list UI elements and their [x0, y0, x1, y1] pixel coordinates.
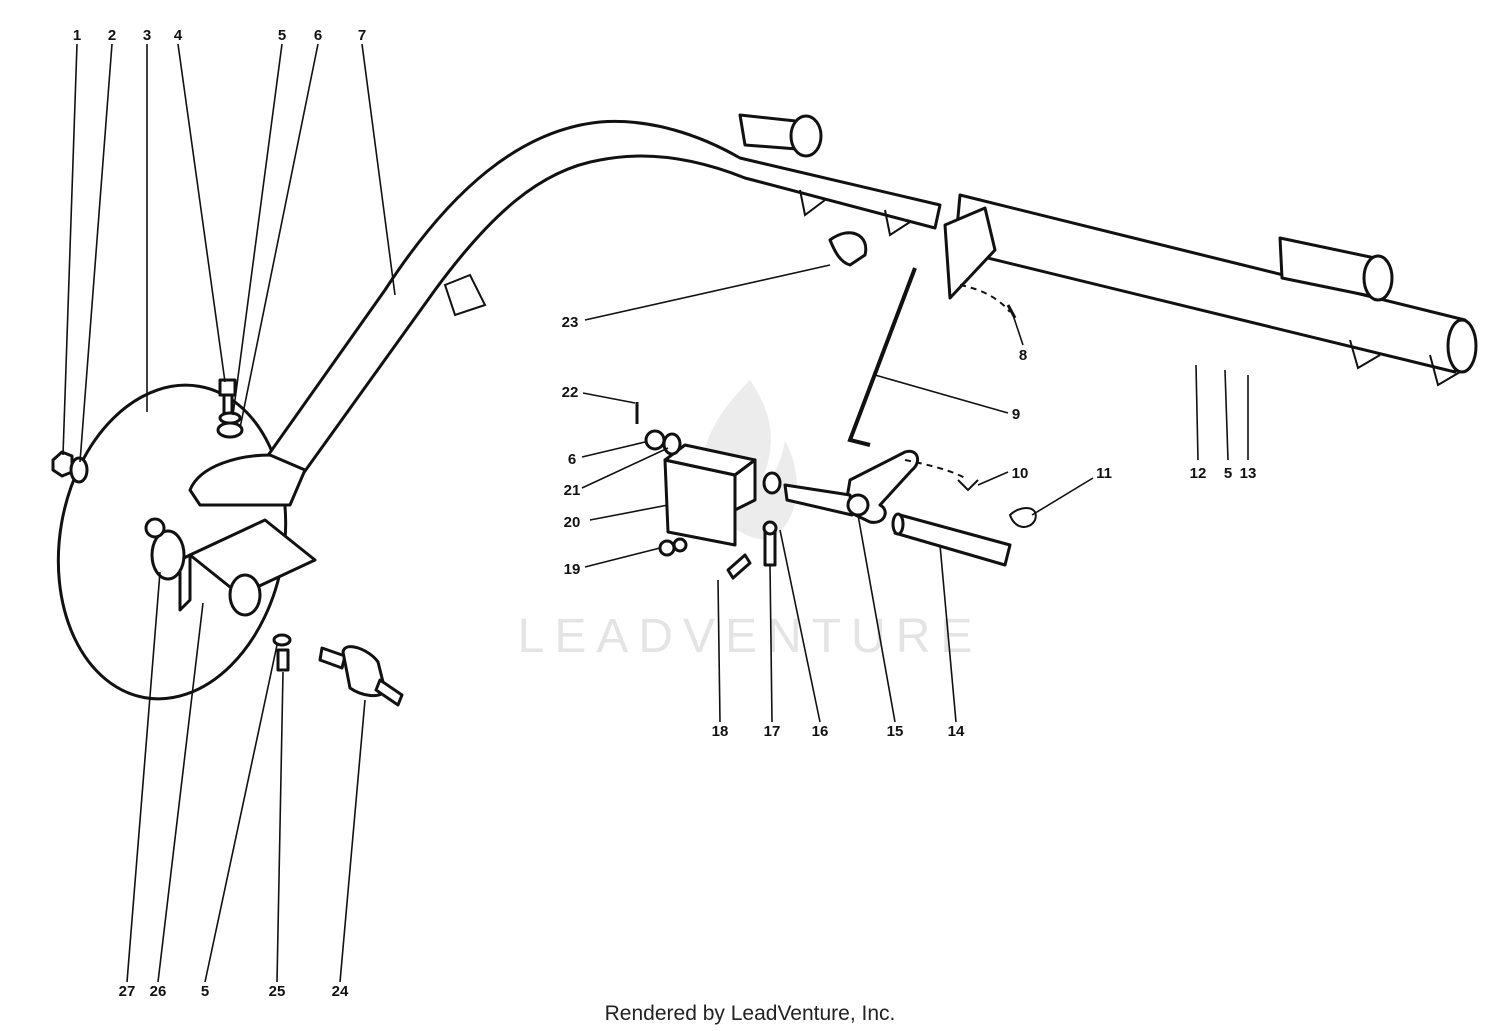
callout-6: 6	[314, 27, 322, 44]
bolt-part-25	[276, 648, 290, 672]
bushing-part-21	[662, 432, 682, 456]
callout-1: 1	[73, 27, 81, 44]
lock-washer-part-5-lower	[272, 633, 292, 647]
bellcrank-part	[783, 449, 920, 524]
callout-5: 5	[278, 27, 286, 44]
callout-15: 15	[887, 723, 904, 740]
clip-part	[828, 231, 868, 267]
callout-17: 17	[764, 723, 781, 740]
callout-26: 26	[150, 983, 167, 1000]
callout-11: 11	[1096, 465, 1112, 482]
cotter-pin-part	[957, 479, 979, 492]
stud-part-24	[318, 645, 404, 707]
bushing-part-right	[762, 471, 782, 495]
callout-27: 27	[119, 983, 136, 1000]
washer-part-16	[762, 520, 778, 536]
callout-16: 16	[812, 723, 829, 740]
rod-part	[847, 267, 917, 447]
lock-washer-part-19	[672, 537, 688, 553]
nut-part-19	[658, 539, 676, 557]
callout-13: 13	[1240, 465, 1257, 482]
callout-10: 10	[1012, 465, 1029, 482]
nut-part-1	[51, 450, 74, 478]
watermark-text: LEADVENTURE	[518, 610, 983, 663]
callout-3: 3	[143, 27, 151, 44]
cross-tube-bracket-b	[1429, 354, 1461, 387]
callout-22: 22	[562, 384, 579, 401]
callouts: 1 2 3 4 5 6 7 8 9 10 11 12 5 13 14 15 16…	[73, 27, 1257, 1000]
pin-part	[891, 512, 1012, 567]
callout-23: 23	[562, 314, 579, 331]
callout-2: 2	[108, 27, 116, 44]
callout-19: 19	[564, 561, 581, 578]
arm-tube-part	[238, 119, 942, 504]
hairpin-cotter-part	[1008, 507, 1037, 528]
callout-7: 7	[358, 27, 366, 44]
callout-24: 24	[332, 983, 349, 1000]
callout-9: 9	[1012, 406, 1020, 423]
arm-bracket-right	[884, 209, 911, 237]
callout-20: 20	[564, 514, 581, 531]
cross-tube-bracket-a	[1349, 339, 1381, 370]
arm-tab	[443, 273, 487, 317]
callout-18: 18	[712, 723, 729, 740]
washer-part-2	[69, 456, 89, 484]
callout-25: 25	[269, 983, 286, 1000]
bellcrank-dash	[904, 459, 966, 479]
washer-part-6	[644, 429, 666, 451]
bolt-part-18	[726, 553, 752, 580]
washer-part-6-top	[216, 421, 244, 439]
cross-tube-part	[943, 193, 1478, 374]
callout-5-right: 5	[1224, 465, 1232, 482]
callout-12: 12	[1190, 465, 1207, 482]
arm-sleeve-part	[738, 113, 823, 158]
cross-tube-sleeve-part	[1278, 236, 1394, 302]
rod-path-dash	[959, 284, 1011, 313]
bolt-head-part-4	[218, 378, 237, 397]
callout-8: 8	[1019, 347, 1027, 364]
leader-lines	[62, 43, 1249, 983]
callout-21: 21	[564, 482, 581, 499]
callout-5-bottom: 5	[201, 983, 209, 1000]
spacer-cap-part	[144, 517, 166, 539]
arm-bracket-left	[799, 189, 826, 217]
footer-credit: Rendered by LeadVenture, Inc.	[605, 1002, 896, 1025]
spacer-part-27	[150, 529, 186, 581]
callout-4: 4	[174, 27, 183, 44]
lower-bracket-part	[178, 518, 317, 617]
mounting-plate-part	[188, 453, 307, 507]
callout-14: 14	[948, 723, 965, 740]
callout-6-mid: 6	[568, 451, 576, 468]
